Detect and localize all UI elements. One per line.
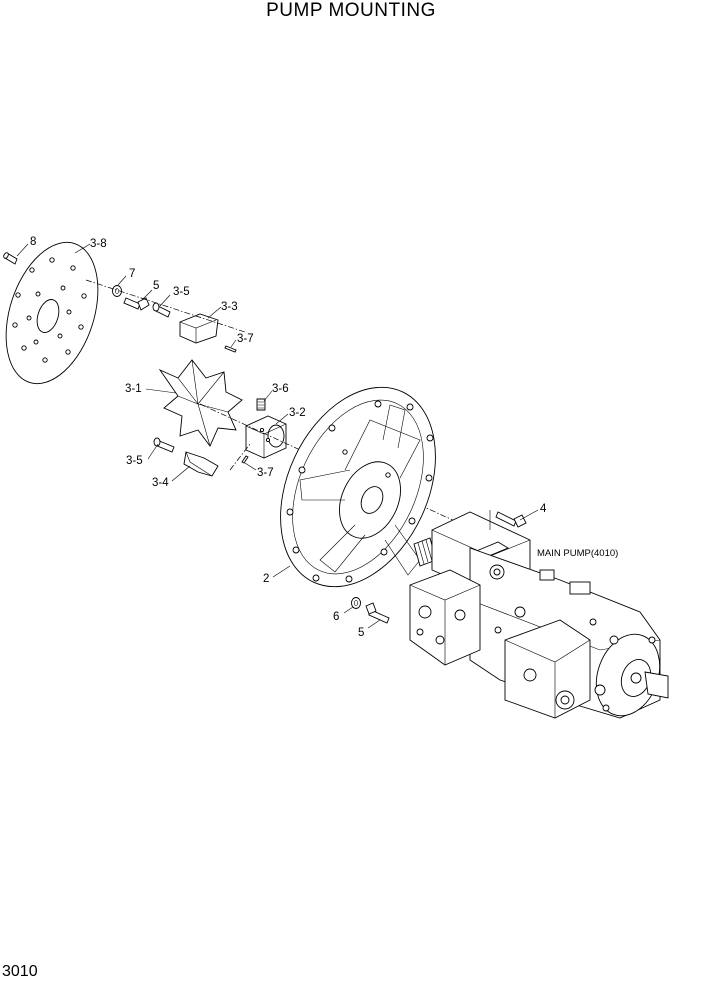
assembly-line-lower (229, 443, 251, 471)
callout-main-pump: MAIN PUMP(4010) (537, 548, 618, 559)
callout-3-5-upper: 3-5 (173, 286, 190, 298)
bolt-part-lower (365, 602, 390, 624)
page-number: 3010 (2, 963, 38, 980)
callout-3-7-upper: 3-7 (237, 333, 254, 345)
washer-part (112, 285, 122, 297)
callout-4: 4 (540, 503, 547, 515)
bolt-part-upper (123, 297, 150, 311)
callout-6: 6 (333, 611, 339, 623)
insert-part-upper (179, 313, 219, 344)
spring-pin-lower (241, 455, 249, 464)
callout-3-4: 3-4 (152, 477, 169, 489)
callout-7: 7 (129, 268, 135, 280)
callout-2: 2 (263, 573, 269, 585)
set-screw-part (256, 398, 266, 411)
assembly-line-mid (199, 403, 471, 529)
socket-bolt-part-upper (152, 302, 171, 318)
callout-5-lower: 5 (358, 627, 364, 639)
callout-5-upper: 5 (153, 280, 159, 292)
flywheel-disk-part (280, 386, 436, 588)
callout-3-2: 3-2 (289, 407, 306, 419)
washer-part-lower (351, 597, 361, 609)
leader-lines (16, 243, 539, 629)
assembly-line-upper (85, 279, 246, 333)
callout-3-5-lower: 3-5 (126, 455, 143, 467)
spring-pin-upper (224, 345, 237, 353)
page-title: PUMP MOUNTING (266, 0, 436, 21)
coupling-plate-part (5, 241, 99, 385)
dowel-pin-part (3, 252, 18, 265)
main-pump-part (409, 511, 669, 719)
callout-3-1: 3-1 (125, 383, 142, 395)
callout-8: 8 (30, 236, 36, 248)
insert-part-lower (183, 451, 219, 477)
callout-3-6: 3-6 (272, 383, 289, 395)
callout-3-7-lower: 3-7 (257, 467, 274, 479)
callout-3-3: 3-3 (221, 301, 238, 313)
hub-part (245, 415, 287, 459)
rubber-element-part (158, 359, 243, 447)
callout-3-8: 3-8 (90, 238, 107, 250)
